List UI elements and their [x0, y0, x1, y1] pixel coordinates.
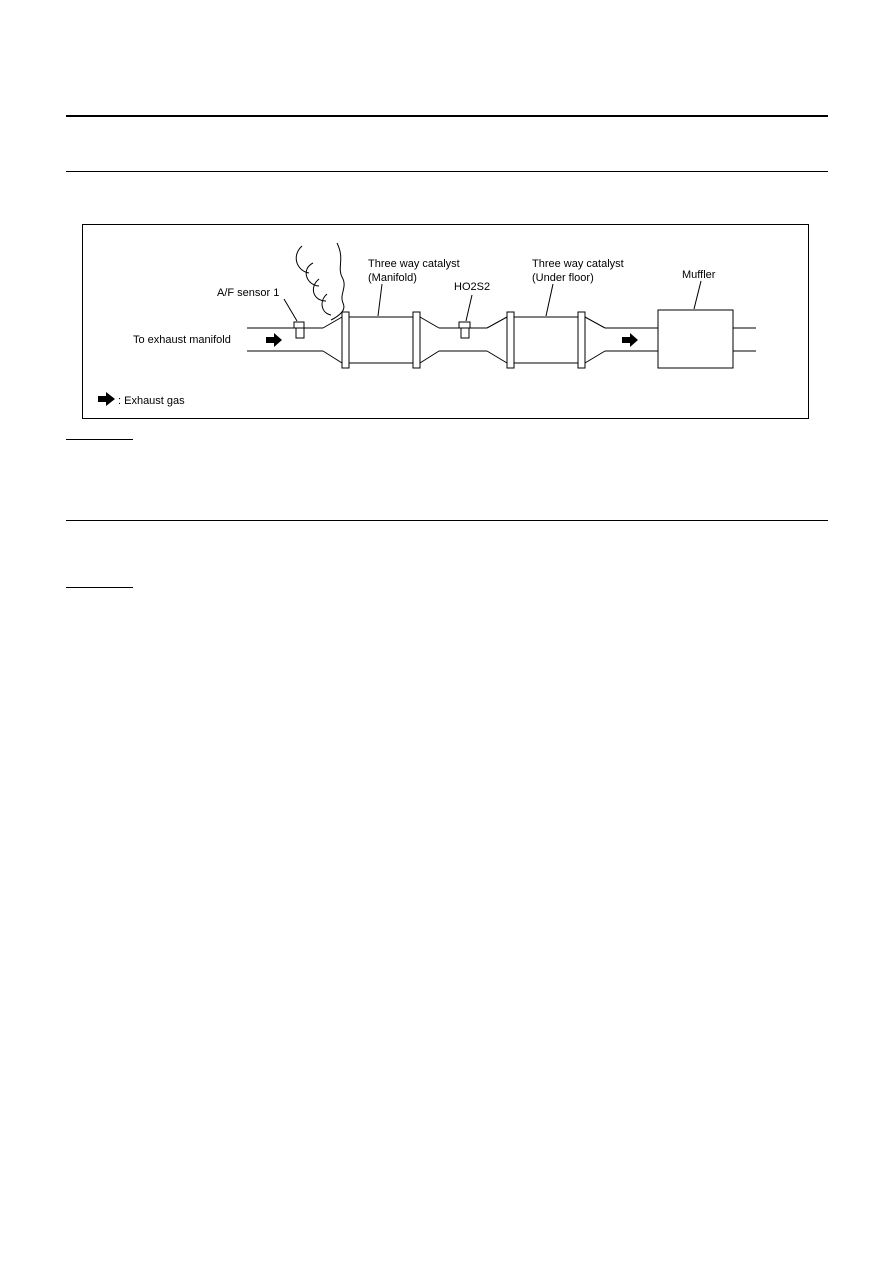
to-exhaust-manifold-label: To exhaust manifold — [133, 334, 231, 346]
catalyst-manifold-label-line2: (Manifold) — [368, 272, 417, 284]
exhaust-flow-arrow-icon — [266, 333, 282, 347]
section-rule — [66, 171, 828, 172]
af-sensor-label: A/F sensor 1 — [217, 287, 279, 299]
catalyst-underfloor-label-line1: Three way catalyst — [532, 258, 624, 270]
tail-pipe — [584, 316, 658, 364]
af-sensor-1 — [283, 298, 305, 339]
short-rule — [66, 439, 133, 440]
exhaust-flow-arrow-icon — [622, 333, 638, 347]
smoke-cloud-icon — [295, 242, 345, 321]
muffler — [657, 280, 756, 369]
muffler-label: Muffler — [682, 269, 716, 281]
section-rule — [66, 520, 828, 521]
ho2s2-sensor — [458, 294, 473, 339]
inlet-pipe — [247, 316, 343, 364]
diagram-canvas: A/F sensor 1 To exhaust manifold Three w… — [98, 242, 756, 407]
ho2s2-label: HO2S2 — [454, 281, 490, 293]
catalyst-underfloor-label-line2: (Under floor) — [532, 272, 594, 284]
header-rule — [66, 115, 828, 117]
catalyst-manifold-label-line1: Three way catalyst — [368, 258, 460, 270]
catalyst-underfloor — [506, 283, 586, 369]
legend-text: : Exhaust gas — [118, 395, 185, 407]
legend-arrow-icon — [98, 392, 115, 406]
exhaust-system-diagram: A/F sensor 1 To exhaust manifold Three w… — [82, 224, 809, 419]
short-rule — [66, 587, 133, 588]
catalyst-manifold — [341, 283, 421, 369]
